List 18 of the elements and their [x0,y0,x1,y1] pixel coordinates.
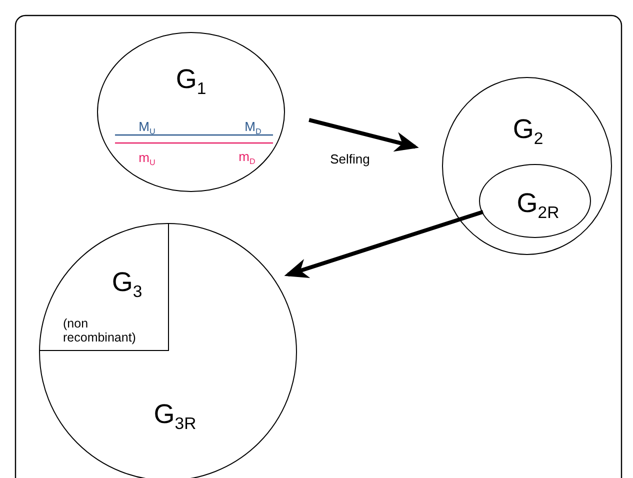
quadrant-region [40,224,169,351]
allele-label: m$_{D}$ [238,150,256,166]
note-text: (non recombinant) [63,316,137,346]
allele-label: m$_{U}$ [138,150,156,168]
allele-label: M$_{D}$ [244,120,262,136]
subset-ellipse [479,164,591,238]
generation-label: G$_{2R}$ [516,188,560,222]
generation-circle [97,32,285,192]
allele-label: M$_{U}$ [138,120,156,136]
generation-circle [39,223,297,478]
arrow [308,118,419,152]
generation-label: G$_{1}$ [176,64,206,98]
generation-label: G$_{3}$ [112,266,142,302]
edge-label: Selfing [330,152,370,168]
generation-circle [442,77,612,255]
generation-label: G$_{3R}$ [154,398,196,434]
generation-label: G$_{2}$ [512,114,544,148]
arrow [284,210,484,278]
